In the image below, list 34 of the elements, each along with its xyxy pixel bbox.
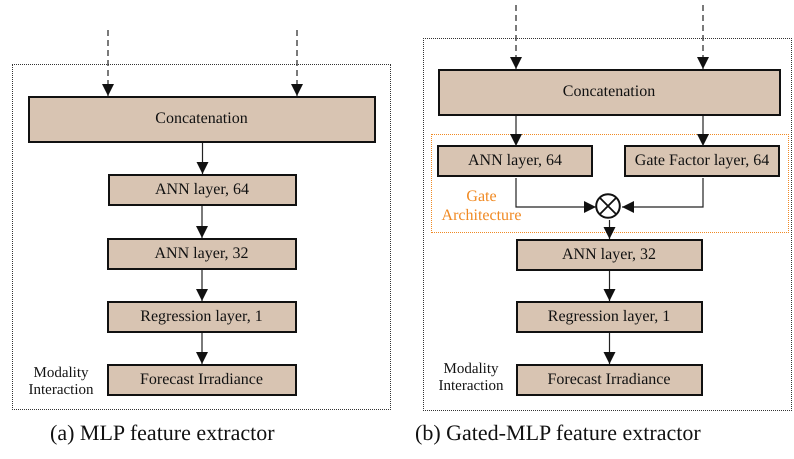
arrow	[196, 143, 208, 174]
layer-box: Concatenation	[28, 96, 376, 142]
dashed-arrow	[697, 5, 709, 69]
arrow	[604, 271, 616, 301]
arrow	[622, 178, 704, 213]
dotted-panel	[12, 64, 391, 410]
dashed-arrow	[510, 5, 522, 69]
arrow	[697, 116, 709, 146]
figure-caption: (b) Gated-MLP feature extractor	[415, 420, 701, 446]
arrow	[196, 270, 208, 301]
panel-label: Modality Interaction	[438, 361, 504, 395]
layer-box: Forecast Irradiance	[106, 364, 296, 396]
layer-box: Regression layer, 1	[516, 300, 702, 332]
arrow	[510, 116, 522, 146]
arrow	[515, 178, 596, 213]
layer-box: ANN layer, 64	[108, 174, 296, 206]
layer-box: Forecast Irradiance	[516, 364, 702, 396]
arrow	[196, 206, 208, 238]
group-label: Gate Architecture	[440, 186, 522, 224]
panel-label: Modality Interaction	[28, 365, 94, 399]
layer-box: ANN layer, 32	[106, 238, 296, 270]
arrow	[604, 220, 616, 239]
arrow	[196, 333, 208, 364]
layer-box: ANN layer, 32	[516, 238, 702, 270]
dotted-panel	[423, 38, 792, 411]
layer-box: ANN layer, 64	[437, 145, 593, 177]
dashed-arrow	[102, 30, 114, 96]
figure-caption: (a) MLP feature extractor	[50, 420, 275, 446]
dashed-arrow	[291, 30, 303, 96]
arrow	[604, 333, 616, 364]
layer-box: Gate Factor layer, 64	[624, 145, 780, 177]
gate-group-box	[430, 134, 788, 232]
layer-box: Concatenation	[438, 68, 780, 116]
layer-box: Regression layer, 1	[106, 300, 296, 332]
